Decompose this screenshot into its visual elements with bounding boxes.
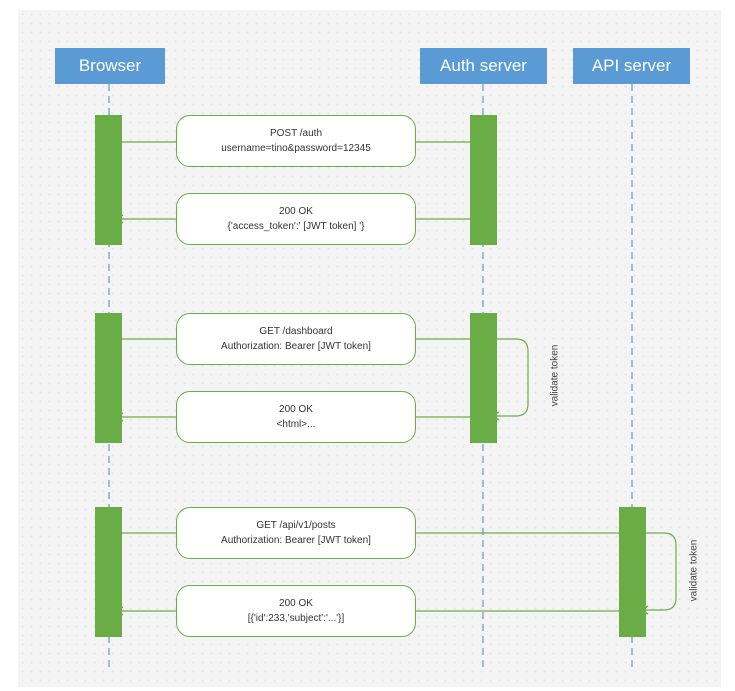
message-line2: {'access_token':' [JWT token] '} (227, 221, 365, 232)
message-get-posts: GET /api/v1/posts Authorization: Bearer … (176, 507, 416, 559)
participant-auth-server: Auth server (420, 48, 547, 84)
message-get-dashboard: GET /dashboard Authorization: Bearer [JW… (176, 313, 416, 365)
self-call-api (639, 532, 677, 615)
message-line1: GET /api/v1/posts (256, 520, 336, 531)
activation-auth-1 (470, 115, 497, 245)
validate-token-label-auth: validate token (549, 344, 561, 407)
activation-browser-2 (95, 313, 122, 443)
message-line1: POST /auth (269, 128, 323, 139)
self-call-auth (490, 338, 529, 421)
message-line1: 200 OK (279, 206, 313, 217)
validate-token-label-api: validate token (688, 539, 700, 602)
message-line1: 200 OK (279, 404, 313, 415)
message-line2: [{'id':233,'subject':'...'}] (247, 613, 345, 624)
activation-browser-1 (95, 115, 122, 245)
message-line2: username=tino&password=12345 (221, 143, 371, 154)
message-posts-json: 200 OK [{'id':233,'subject':'...'}] (176, 585, 416, 637)
activation-browser-3 (95, 507, 122, 637)
activation-api-1 (619, 507, 646, 637)
message-line1: 200 OK (279, 598, 313, 609)
message-post-auth: POST /auth username=tino&password=12345 (176, 115, 416, 167)
message-line2: <html>... (276, 419, 316, 430)
message-line2: Authorization: Bearer [JWT token] (221, 341, 371, 352)
message-html-response: 200 OK <html>... (176, 391, 416, 443)
participant-browser: Browser (55, 48, 165, 84)
message-line1: GET /dashboard (259, 326, 333, 337)
message-access-token: 200 OK {'access_token':' [JWT token] '} (176, 193, 416, 245)
message-line2: Authorization: Bearer [JWT token] (221, 535, 371, 546)
participant-api-server: API server (573, 48, 690, 84)
activation-auth-2 (470, 313, 497, 443)
